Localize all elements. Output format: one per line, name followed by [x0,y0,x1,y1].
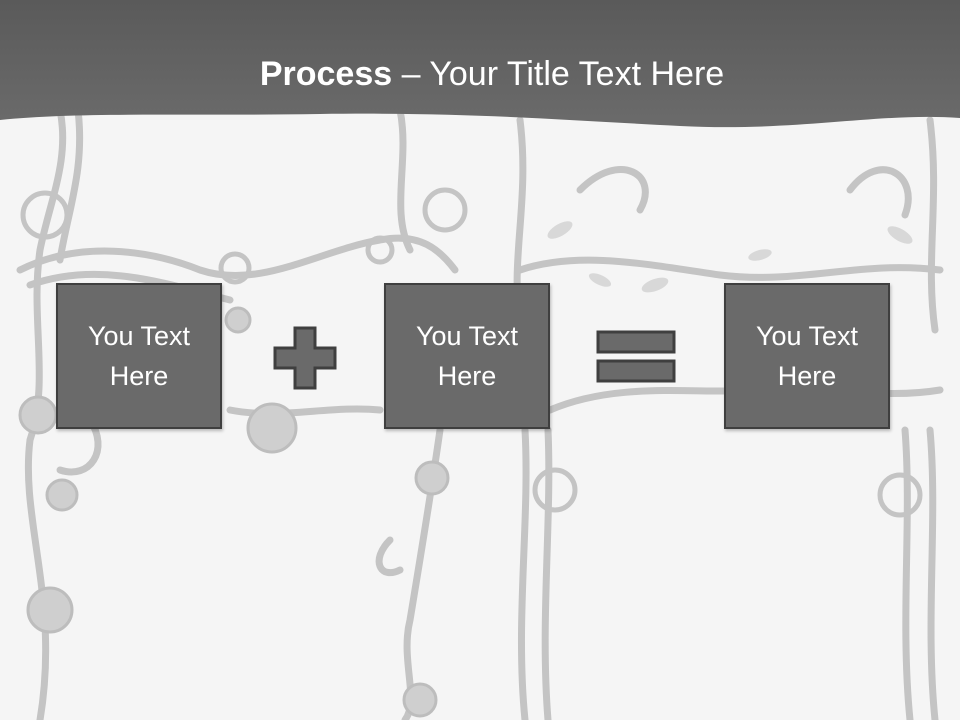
title-rest: – Your Title Text Here [392,55,725,93]
process-box-2[interactable]: You Text Here [384,283,550,429]
process-box-1-text: You Text Here [87,321,191,391]
equals-icon [596,330,676,383]
process-box-3-text: You Text Here [755,321,859,391]
header-band [0,0,960,128]
page-title: Process – Your Title Text Here [0,52,960,96]
plus-icon [273,326,337,390]
process-box-2-text: You Text Here [415,321,519,391]
process-box-3[interactable]: You Text Here [724,283,890,429]
process-box-1[interactable]: You Text Here [56,283,222,429]
title-bold: Process [259,55,393,93]
